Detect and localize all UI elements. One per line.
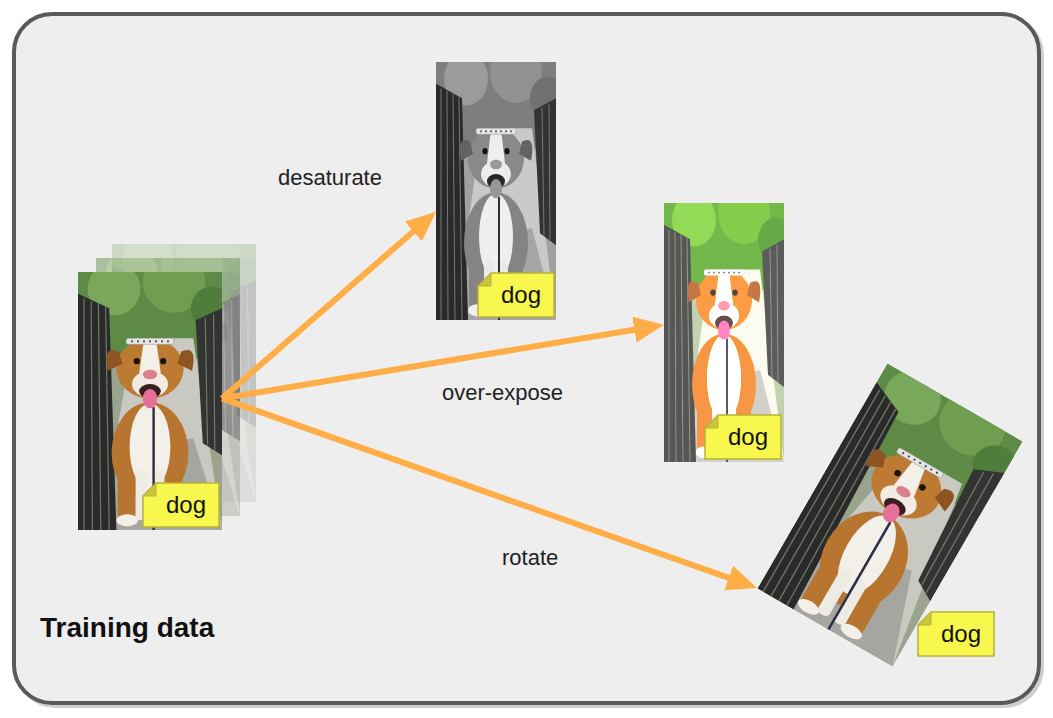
tag-text: dog [166, 491, 206, 519]
tag-text: dog [941, 620, 981, 648]
panel-heading: Training data [40, 612, 214, 644]
arrow-connector [222, 398, 734, 580]
edge-label: rotate [500, 545, 560, 571]
label-tag: dog [477, 272, 555, 318]
photo-stack [78, 222, 268, 530]
label-tag: dog [917, 611, 995, 657]
rotated-photo [757, 344, 1044, 673]
label-tag: dog [142, 482, 220, 528]
edge-label: over-expose [440, 380, 565, 406]
arrow-connector [222, 329, 640, 399]
label-tag: dog [704, 414, 782, 460]
edge-label: desaturate [276, 165, 384, 191]
image-card: dog [757, 363, 1022, 667]
image-card: dog [78, 272, 222, 530]
image-card: dog [436, 62, 556, 320]
tag-text: dog [728, 423, 768, 451]
desaturated-photo [436, 40, 566, 320]
panel-box: Training data dog dog dog dog [12, 12, 1041, 705]
overexposed-photo [664, 181, 794, 462]
tag-text: dog [501, 281, 541, 309]
image-card: dog [664, 203, 784, 462]
